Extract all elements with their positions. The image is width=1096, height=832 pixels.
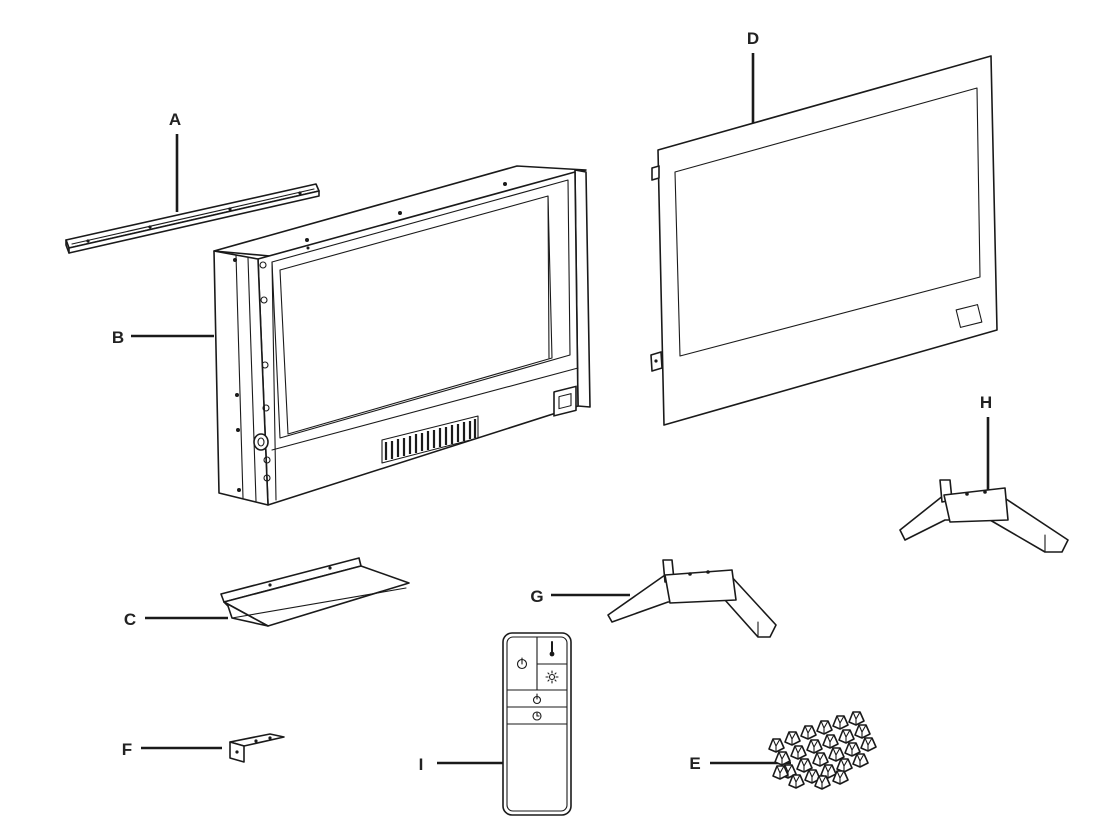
power-icon <box>516 657 528 670</box>
thermometer-icon <box>549 641 555 657</box>
timer-icon <box>532 711 542 721</box>
label-h: H <box>980 393 992 412</box>
part-d-glass-panel: D <box>650 29 998 426</box>
part-b-firebox: B <box>112 165 591 506</box>
label-f: F <box>122 740 132 759</box>
part-i-remote: I <box>419 632 572 816</box>
label-a: A <box>169 110 181 129</box>
part-a-rail: A <box>65 110 320 254</box>
label-b: B <box>112 328 124 347</box>
part-g-stand-leg: G <box>530 559 777 638</box>
label-c: C <box>124 610 136 629</box>
label-g: G <box>530 587 543 606</box>
brightness-icon <box>545 670 559 684</box>
part-h-stand-leg: H <box>899 393 1069 553</box>
label-d: D <box>747 29 759 48</box>
part-c-trim-bracket: C <box>124 557 410 629</box>
part-e-crystals: E <box>689 711 877 790</box>
label-i: I <box>419 755 424 774</box>
part-f-small-bracket: F <box>122 733 285 763</box>
label-e: E <box>689 754 700 773</box>
flame-icon <box>532 693 542 705</box>
